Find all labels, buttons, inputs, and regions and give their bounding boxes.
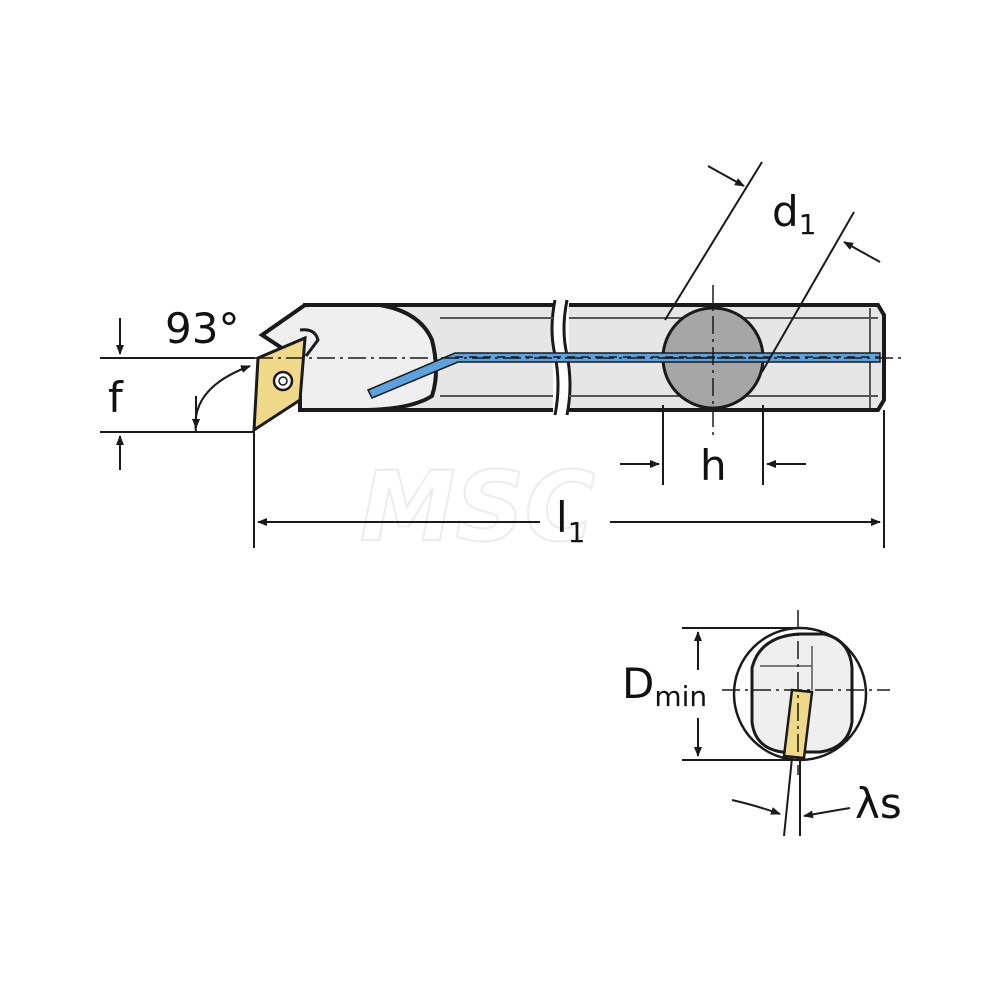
label-dmin: Dmin	[622, 659, 707, 713]
dimension-h	[620, 405, 806, 485]
dimension-d1	[664, 161, 881, 373]
clamp-pocket	[299, 328, 320, 357]
dimension-dmin	[682, 627, 800, 761]
label-angle: 93°	[165, 304, 239, 353]
insert	[252, 335, 307, 433]
label-l1: l1	[556, 493, 586, 549]
watermark: MSC	[360, 451, 595, 563]
label-h: h	[700, 441, 727, 490]
end-view	[732, 626, 868, 762]
label-f: f	[108, 373, 124, 422]
dimension-angle	[192, 365, 251, 433]
dimension-l1	[253, 410, 885, 548]
end-view-centre-lines	[722, 610, 890, 775]
insert-end	[782, 688, 814, 760]
dimension-lambda	[731, 757, 851, 837]
dimension-f	[100, 318, 255, 470]
label-d1: d1	[772, 187, 817, 241]
label-lambda: λs	[855, 779, 902, 828]
